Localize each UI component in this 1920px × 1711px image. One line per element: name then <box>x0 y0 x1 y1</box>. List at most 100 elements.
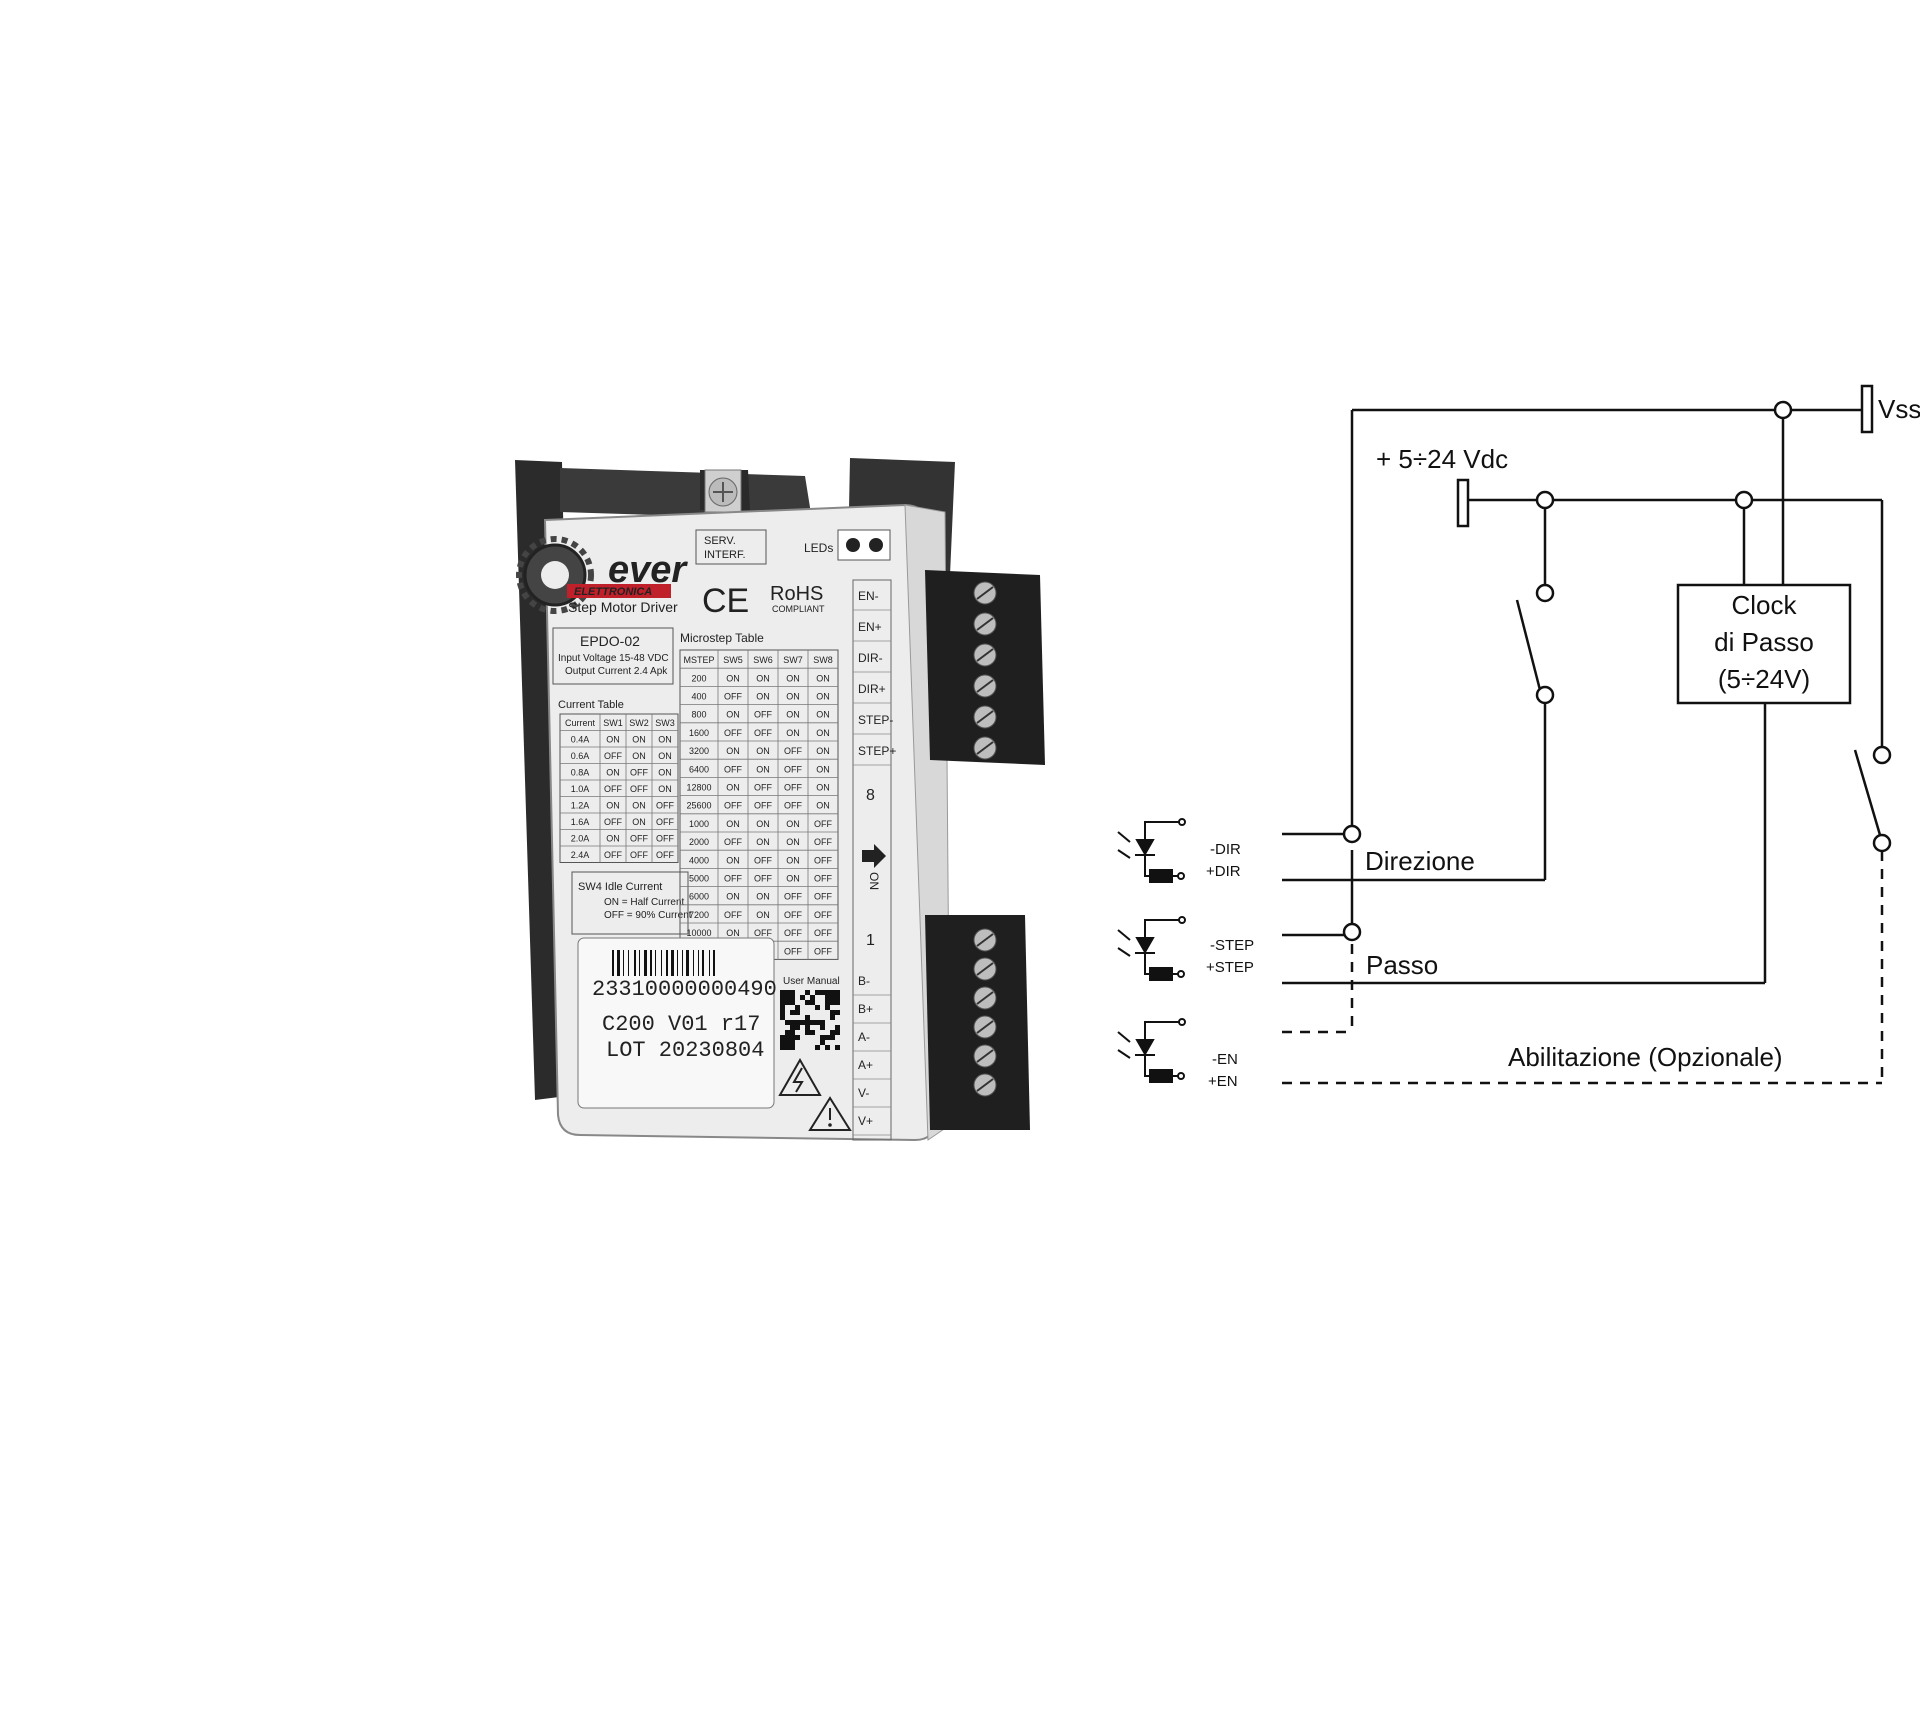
qr-module <box>790 1035 795 1040</box>
qr-module <box>815 990 820 995</box>
qr-module <box>835 1030 840 1035</box>
brand-sub: ELETTRONICA <box>574 586 652 598</box>
table-cell: ON <box>756 673 770 683</box>
screw-slot <box>976 933 994 947</box>
table-cell: OFF <box>604 784 622 794</box>
direzione-label: Direzione <box>1365 846 1475 876</box>
light-arrow-icon <box>1117 831 1131 843</box>
qr-module <box>785 1045 790 1050</box>
qr-module <box>785 1020 790 1025</box>
qr-module <box>805 1015 810 1020</box>
qr-module <box>790 1040 795 1045</box>
driver-device: ever ELETTRONICA Step Motor Driver SERV.… <box>515 458 1045 1142</box>
vss-node <box>1773 400 1793 420</box>
lot-label: LOT 20230804 <box>606 1038 764 1063</box>
table-cell: OFF <box>784 764 802 774</box>
table-cell: 200 <box>691 673 706 683</box>
table-cell: ON <box>756 692 770 702</box>
table-cell: 1.6A <box>571 817 590 827</box>
dir-switch-lever <box>1515 599 1542 691</box>
table-cell: ON <box>632 751 646 761</box>
table-cell: 2.0A <box>571 833 590 843</box>
screw-slot <box>976 586 994 600</box>
table-cell: 1600 <box>689 728 709 738</box>
table-cell: ON <box>816 764 830 774</box>
terminal-label: DIR- <box>858 651 883 665</box>
qr-module <box>790 1025 795 1030</box>
qr-module <box>790 1030 795 1035</box>
table-cell: ON <box>606 734 620 744</box>
table-cell: OFF <box>814 892 832 902</box>
qr-module <box>780 1045 785 1050</box>
qr-module <box>800 995 805 1000</box>
vss-label: Vss <box>1878 394 1920 424</box>
table-cell: 0.6A <box>571 751 590 761</box>
table-header-cell: SW2 <box>629 718 649 728</box>
qr-module <box>830 1000 835 1005</box>
microstep-table-title: Microstep Table <box>680 631 764 645</box>
table-cell: OFF <box>724 801 742 811</box>
qr-module <box>810 995 815 1000</box>
qr-module <box>820 1025 825 1030</box>
dip-on-label: ON <box>867 872 881 890</box>
table-cell: OFF <box>754 801 772 811</box>
table-cell: ON <box>726 673 740 683</box>
table-header-cell: Current <box>565 718 596 728</box>
qr-module <box>810 1000 815 1005</box>
qr-module <box>780 1035 785 1040</box>
sw4-box <box>571 871 689 935</box>
qr-module <box>820 1040 825 1045</box>
screw-slot <box>976 741 994 755</box>
table-cell: OFF <box>784 801 802 811</box>
table-cell: OFF <box>724 874 742 884</box>
qr-module <box>795 1005 800 1010</box>
qr-module <box>780 1015 785 1020</box>
barcode-label <box>577 937 775 1109</box>
table-cell: 400 <box>691 692 706 702</box>
qr-module <box>810 1030 815 1035</box>
terminal-label: DIR+ <box>858 682 886 696</box>
table-cell: OFF <box>754 710 772 720</box>
table-cell: OFF <box>724 728 742 738</box>
clock-label-3: (5÷24V) <box>1718 664 1810 694</box>
clock-label-1: Clock <box>1731 590 1797 620</box>
qr-module <box>830 995 835 1000</box>
optocouplers <box>1117 818 1186 1083</box>
table-cell: OFF <box>784 910 802 920</box>
table-cell: OFF <box>814 874 832 884</box>
table-cell: 5000 <box>689 874 709 884</box>
qr-module <box>820 1020 825 1025</box>
qr-module <box>835 1045 840 1050</box>
qr-module <box>805 1020 810 1025</box>
barcode-bar <box>686 950 689 976</box>
optocoupler-icon <box>1117 818 1186 883</box>
table-cell: ON <box>756 910 770 920</box>
warning-icon <box>808 1096 852 1131</box>
table-cell: ON <box>726 710 740 720</box>
table-cell: ON <box>786 728 800 738</box>
qr-module <box>805 990 810 995</box>
table-cell: OFF <box>656 850 674 860</box>
qr-module <box>795 1025 800 1030</box>
dir-minus-label: -DIR <box>1210 841 1241 858</box>
table-cell: OFF <box>784 892 802 902</box>
table-cell: OFF <box>814 819 832 829</box>
screw-slot <box>976 617 994 631</box>
screw-slot <box>976 1049 994 1063</box>
barcode-bar <box>677 950 678 976</box>
table-cell: ON <box>816 710 830 720</box>
barcode-bar <box>650 950 652 976</box>
barcode-bar <box>628 950 629 976</box>
table-cell: ON <box>756 819 770 829</box>
en-switch-contact <box>1872 833 1892 853</box>
table-cell: ON <box>606 833 620 843</box>
vss-terminal <box>1860 384 1874 434</box>
en-plus-label: +EN <box>1208 1073 1238 1090</box>
model-box <box>552 627 674 685</box>
screw-slot <box>976 648 994 662</box>
step-minus-label: -STEP <box>1210 937 1254 954</box>
table-cell: 6000 <box>689 892 709 902</box>
qr-module <box>785 1035 790 1040</box>
barcode-bar <box>644 950 647 976</box>
qr-module <box>825 1005 830 1010</box>
